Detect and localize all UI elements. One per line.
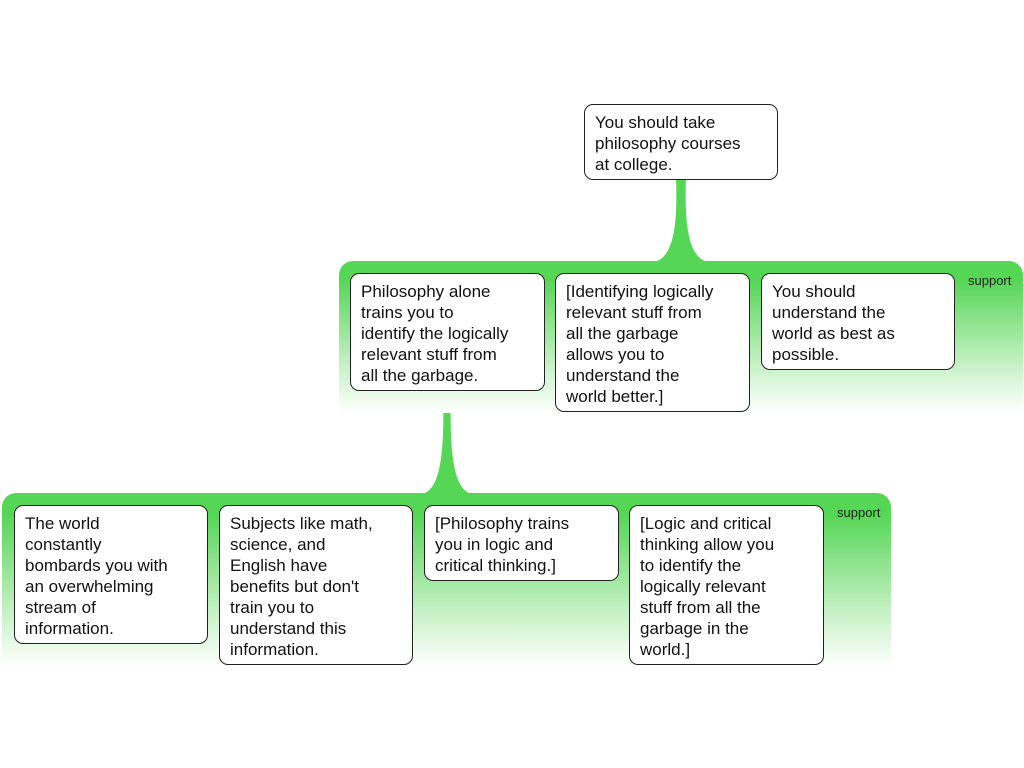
premise-world-bombards[interactable]: The world constantly bombards you with a… — [14, 505, 208, 644]
premise-identifying-logically[interactable]: [Identifying logically relevant stuff fr… — [555, 273, 750, 412]
premise-logic-critical[interactable]: [Logic and critical thinking allow you t… — [629, 505, 824, 665]
premise-philosophy-alone[interactable]: Philosophy alone trains you to identify … — [350, 273, 545, 391]
root-to-band1-connector — [654, 178, 708, 262]
premise-understand-world[interactable]: You should understand the world as best … — [761, 273, 955, 370]
support-label-level-1: support — [968, 273, 1012, 288]
premise-philosophy-trains[interactable]: [Philosophy trains you in logic and crit… — [424, 505, 619, 581]
premise-subjects-math[interactable]: Subjects like math, science, and English… — [219, 505, 413, 665]
root-claim-box[interactable]: You should take philosophy courses at co… — [584, 104, 778, 180]
support-label-level-2: support — [837, 505, 881, 520]
